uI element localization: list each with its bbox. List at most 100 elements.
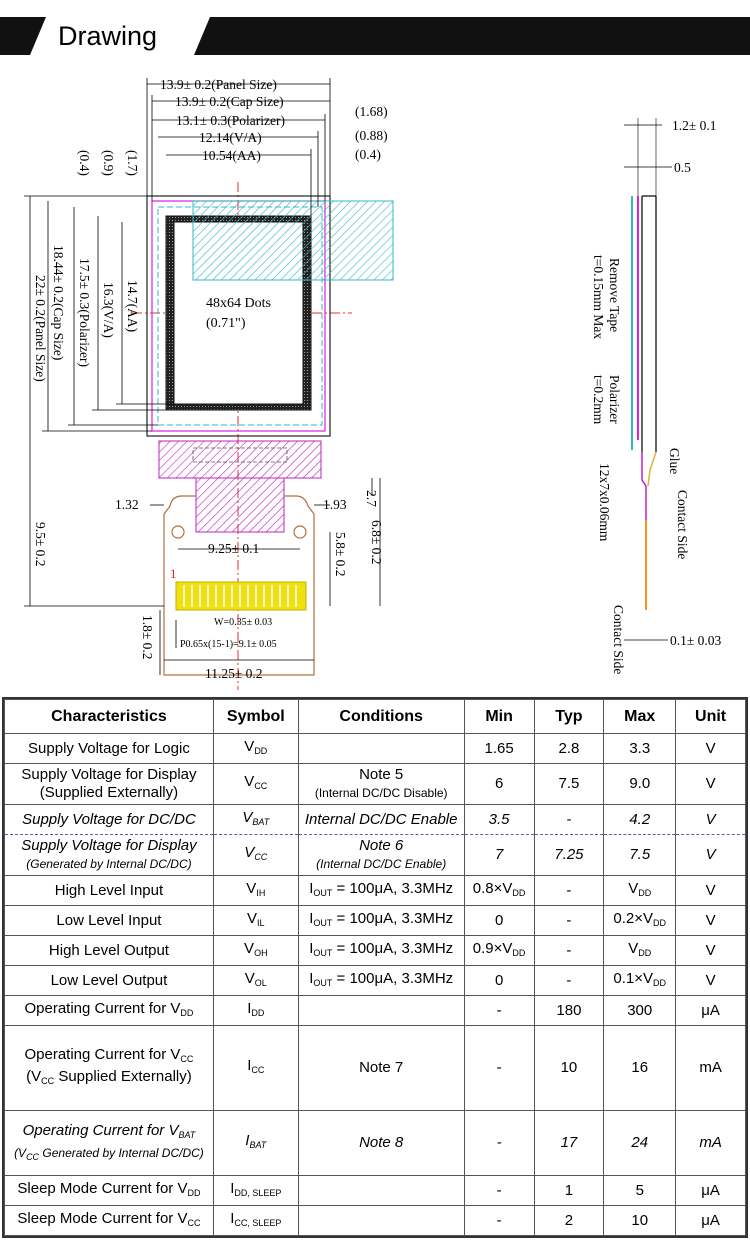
cell-unit: V [675, 965, 746, 996]
cell-characteristic: Supply Voltage for Logic [4, 733, 214, 764]
cell-symbol: VBAT [212, 804, 299, 835]
cell-condition: Note 6(Internal DC/DC Enable) [297, 834, 465, 876]
cell-characteristic: Supply Voltage for Display(Supplied Exte… [4, 763, 214, 805]
cell-condition: Note 7 [297, 1025, 465, 1111]
side-label-tape-thickness: t=0.15mm Max [591, 255, 606, 339]
dim-fpc-length: 9.5± 0.2 [33, 522, 48, 567]
cell-condition: Internal DC/DC Enable [297, 804, 465, 835]
cell-max: VDD [603, 935, 677, 966]
dim-pad-length: 1.8± 0.2 [140, 615, 155, 660]
cell-condition [297, 1205, 465, 1236]
cell-max: 0.1×VDD [603, 965, 677, 996]
dim-cap-height: 18.44± 0.2(Cap Size) [51, 245, 66, 360]
cell-min: 3.5 [463, 804, 535, 835]
table-row: Supply Voltage for Display(Generated by … [4, 834, 746, 876]
cell-condition: IOUT = 100μA, 3.3MHz [297, 875, 465, 906]
col-header: Max [603, 699, 677, 734]
cell-min: 0.8×VDD [463, 875, 535, 906]
table-row: Sleep Mode Current for VDD IDD, SLEEP - … [4, 1175, 746, 1206]
cell-min: - [463, 1175, 535, 1206]
dim-side-fpc: 0.1± 0.03 [670, 633, 722, 648]
cell-min: - [463, 1025, 535, 1111]
col-header: Conditions [297, 699, 465, 734]
cell-max: 300 [603, 995, 677, 1026]
cell-typ: 7.5 [533, 763, 605, 805]
dim-aa-height: 14.7(AA) [125, 280, 140, 332]
cell-characteristic: Low Level Output [4, 965, 214, 996]
col-header: Typ [533, 699, 605, 734]
cell-unit: mA [675, 1025, 746, 1111]
cell-min: - [463, 995, 535, 1026]
cell-typ: 180 [533, 995, 605, 1026]
contact-pads [175, 581, 307, 611]
spec-table: Characteristics Symbol Conditions Min Ty… [4, 699, 746, 1236]
dim-hole-pitch: 9.25± 0.1 [208, 541, 259, 556]
table-row: Operating Current for VDD IDD - 180 300 … [4, 995, 746, 1026]
dim-pad-pitch: P0.65x(15-1)=9.1± 0.05 [180, 639, 277, 650]
table-row: High Level Output VOH IOUT = 100μA, 3.3M… [4, 935, 746, 966]
table-row: Low Level Output VOL IOUT = 100μA, 3.3MH… [4, 965, 746, 996]
cell-symbol: VOH [212, 935, 299, 966]
header-tab [30, 17, 210, 55]
cell-max: 16 [603, 1025, 677, 1111]
panel-outline [146, 195, 331, 437]
cell-min: 6 [463, 763, 535, 805]
cell-characteristic: High Level Input [4, 875, 214, 906]
pin-1-label: 1 [170, 566, 177, 581]
cell-symbol: IDD, SLEEP [212, 1175, 299, 1206]
cell-typ: - [533, 905, 605, 936]
cell-max: 9.0 [603, 763, 677, 805]
cell-max: 5 [603, 1175, 677, 1206]
cell-condition [297, 995, 465, 1026]
table-row: Supply Voltage for Logic VDD 1.65 2.8 3.… [4, 733, 746, 764]
cell-min: 0 [463, 905, 535, 936]
cell-characteristic: Operating Current for VCC(VCC Supplied E… [4, 1025, 214, 1111]
col-header: Unit [675, 699, 746, 734]
dim-va-width: 12.14(V/A) [199, 130, 262, 145]
cell-unit: μA [675, 1205, 746, 1236]
cell-characteristic: Sleep Mode Current for VCC [4, 1205, 214, 1236]
dim-offset-168: (1.68) [355, 104, 388, 119]
table-row: Supply Voltage for Display(Supplied Exte… [4, 763, 746, 805]
side-label-remove-tape: Remove Tape [607, 258, 622, 332]
cell-symbol: ICC, SLEEP [212, 1205, 299, 1236]
side-label-contact-1: Contact Side [675, 490, 690, 559]
cell-max: 10 [603, 1205, 677, 1236]
cell-typ: 10 [533, 1025, 605, 1111]
col-header: Symbol [212, 699, 299, 734]
cell-unit: V [675, 804, 746, 835]
cell-max: 4.2 [603, 804, 677, 835]
side-view [624, 118, 672, 641]
cell-characteristic: Supply Voltage for Display(Generated by … [4, 834, 214, 876]
cell-unit: V [675, 834, 746, 876]
cell-unit: V [675, 733, 746, 764]
dim-2-7: 2.7 [364, 490, 379, 507]
cell-characteristic: Operating Current for VDD [4, 995, 214, 1026]
cell-symbol: IDD [212, 995, 299, 1026]
remove-tape [192, 200, 394, 281]
cell-symbol: VCC [212, 763, 299, 805]
cell-characteristic: Supply Voltage for DC/DC [4, 804, 214, 835]
cell-max: 3.3 [603, 733, 677, 764]
dim-panel-width: 13.9± 0.2(Panel Size) [160, 77, 277, 92]
cell-unit: V [675, 763, 746, 805]
table-row: Low Level Input VIL IOUT = 100μA, 3.3MHz… [4, 905, 746, 936]
side-label-stiffener: 12x7x0.06mm [597, 463, 612, 542]
dim-offset-left-09: (0.9) [101, 150, 116, 176]
col-header: Min [463, 699, 535, 734]
cell-max: 24 [603, 1110, 677, 1176]
cell-typ: - [533, 804, 605, 835]
cell-min: 7 [463, 834, 535, 876]
cell-symbol: IBAT [212, 1110, 299, 1176]
cell-min: - [463, 1110, 535, 1176]
cell-condition: IOUT = 100μA, 3.3MHz [297, 965, 465, 996]
cell-characteristic: Low Level Input [4, 905, 214, 936]
col-header: Characteristics [4, 699, 214, 734]
fpc-tail [163, 495, 315, 676]
cell-min: - [463, 1205, 535, 1236]
cell-condition [297, 733, 465, 764]
cell-max: 7.5 [603, 834, 677, 876]
table-header-row: Characteristics Symbol Conditions Min Ty… [4, 699, 746, 734]
mechanical-drawing: 48x64 Dots (0.71") 1 13.9± 0.2(Panel Siz… [24, 77, 722, 690]
cell-typ: 1 [533, 1175, 605, 1206]
